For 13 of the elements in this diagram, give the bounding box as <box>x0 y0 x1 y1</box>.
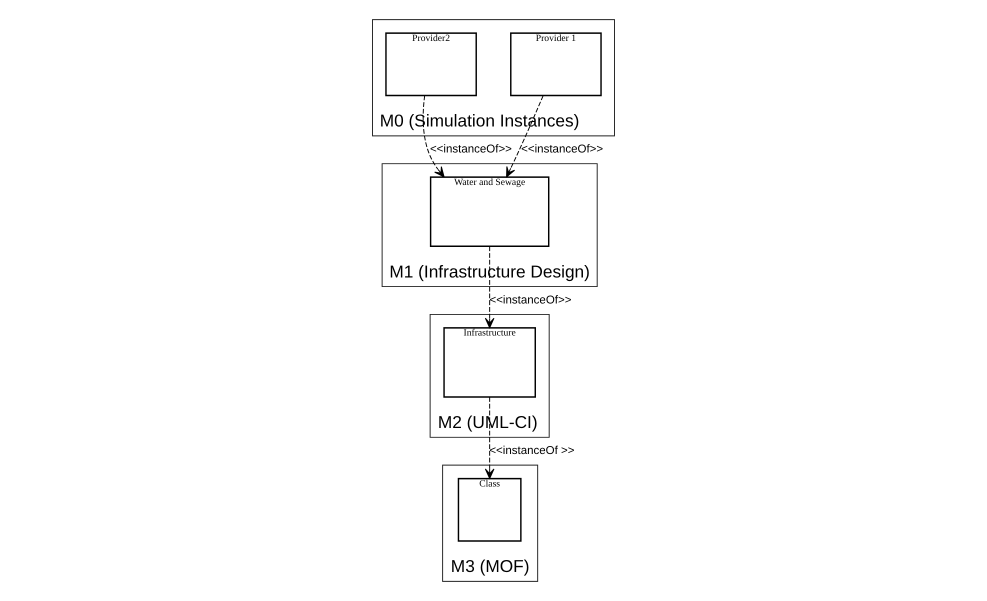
node-box: Water and Sewage <box>430 176 550 247</box>
arrow <box>484 396 494 479</box>
node-box: Infrastructure <box>443 327 536 398</box>
edge-label: <<instanceOf >> <box>489 445 574 458</box>
arrow <box>484 246 494 328</box>
edge-label: <<instanceOf>> <box>489 294 572 306</box>
node-box: Provider 1 <box>510 32 602 96</box>
arrow <box>506 95 544 178</box>
arrow <box>422 95 445 178</box>
edge-label: <<instanceOf>> <box>430 144 512 156</box>
node-box: Class <box>458 478 522 542</box>
node-box: Provider2 <box>385 32 477 96</box>
edge-label: <<instanceOf>> <box>521 144 604 156</box>
